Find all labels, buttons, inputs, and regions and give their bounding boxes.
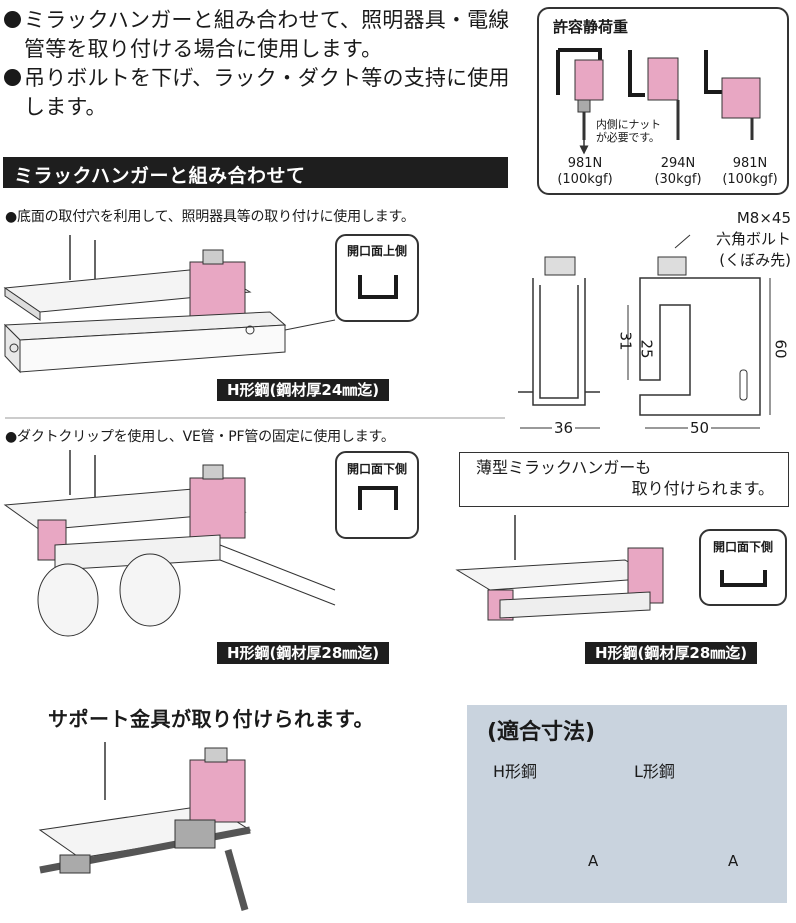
- intro-bullet-1: ミラックハンガーと組み合わせて、照明器具・電線管等を取り付ける場合に使用します。: [4, 6, 524, 64]
- load-value-1: 981N(100kgf): [557, 156, 613, 187]
- section-bar: [3, 157, 508, 188]
- support-fitting-drawing: [38, 742, 252, 911]
- h-beam-badge-1: H形鋼(鋼材厚24㎜迄): [217, 379, 390, 401]
- load-value-3: 981N(100kgf): [722, 156, 778, 187]
- load-value-2: 294N(30kgf): [654, 156, 702, 187]
- duct-clip-drawing: [3, 450, 336, 637]
- section-note-1: ●底面の取付穴を利用して、照明器具等の取り付けに使用します。: [5, 209, 415, 225]
- callout-up-label: 開口面上側: [346, 244, 407, 258]
- dim-height-60: 60: [771, 339, 790, 359]
- load-clamp-3-icon: [704, 50, 761, 140]
- callout-down-label: 開口面下側: [346, 462, 407, 476]
- bullet-dot-icon: [4, 69, 21, 86]
- fit-panel: [467, 705, 787, 903]
- h-beam-badge-2: H形鋼(鋼材厚28㎜迄): [217, 642, 390, 664]
- intro-bullet-2: 吊りボルトを下げ、ラック・ダクト等の支持に使用します。: [4, 64, 524, 122]
- bolt-spec: M8×45 六角ボルト (くぼみ先): [715, 209, 791, 269]
- intro-text: ミラックハンガーと組み合わせて、照明器具・電線管等を取り付ける場合に使用します。…: [4, 6, 524, 122]
- thin-callout-label: 開口面下側: [712, 540, 773, 554]
- dim-height-25: 25: [637, 339, 656, 359]
- dim-width-36: 36: [552, 419, 576, 437]
- dim-a-h: A: [588, 852, 599, 870]
- load-clamp-1-icon: [556, 48, 604, 155]
- section-note-2: ●ダクトクリップを使用し、VE管・PF管の固定に使用します。: [5, 429, 395, 445]
- fit-title: (適合寸法): [487, 720, 596, 745]
- allowable-load-title: 許容静荷重: [553, 18, 629, 36]
- side-view-drawing: [627, 234, 771, 429]
- bullet-dot-icon: [4, 11, 21, 28]
- dim-height-31: 31: [616, 331, 635, 351]
- thin-callout-icon: [699, 529, 787, 606]
- load-clamp-2-icon: [628, 50, 680, 140]
- section-title: ミラックハンガーと組み合わせて: [14, 165, 306, 187]
- callout-up-icon: [335, 234, 419, 322]
- l-angle-label: L形鋼: [634, 762, 675, 781]
- dim-a-l: A: [728, 852, 739, 870]
- h-beam-badge-3: H形鋼(鋼材厚28㎜迄): [585, 642, 758, 664]
- support-title: サポート金具が取り付けられます。: [48, 707, 374, 731]
- inner-nut-note: 内側にナット が必要です。: [596, 118, 661, 144]
- h-beam-label: H形鋼: [493, 762, 538, 781]
- thin-hanger-note: 薄型ミラックハンガーも 取り付けられます。: [459, 452, 789, 507]
- allowable-load-box: [537, 7, 789, 195]
- dim-width-50: 50: [688, 419, 712, 437]
- front-view-drawing: [518, 256, 600, 429]
- callout-down-icon: [335, 451, 419, 539]
- hanger-up-drawing: [3, 235, 336, 374]
- thin-hanger-drawing: [455, 515, 664, 621]
